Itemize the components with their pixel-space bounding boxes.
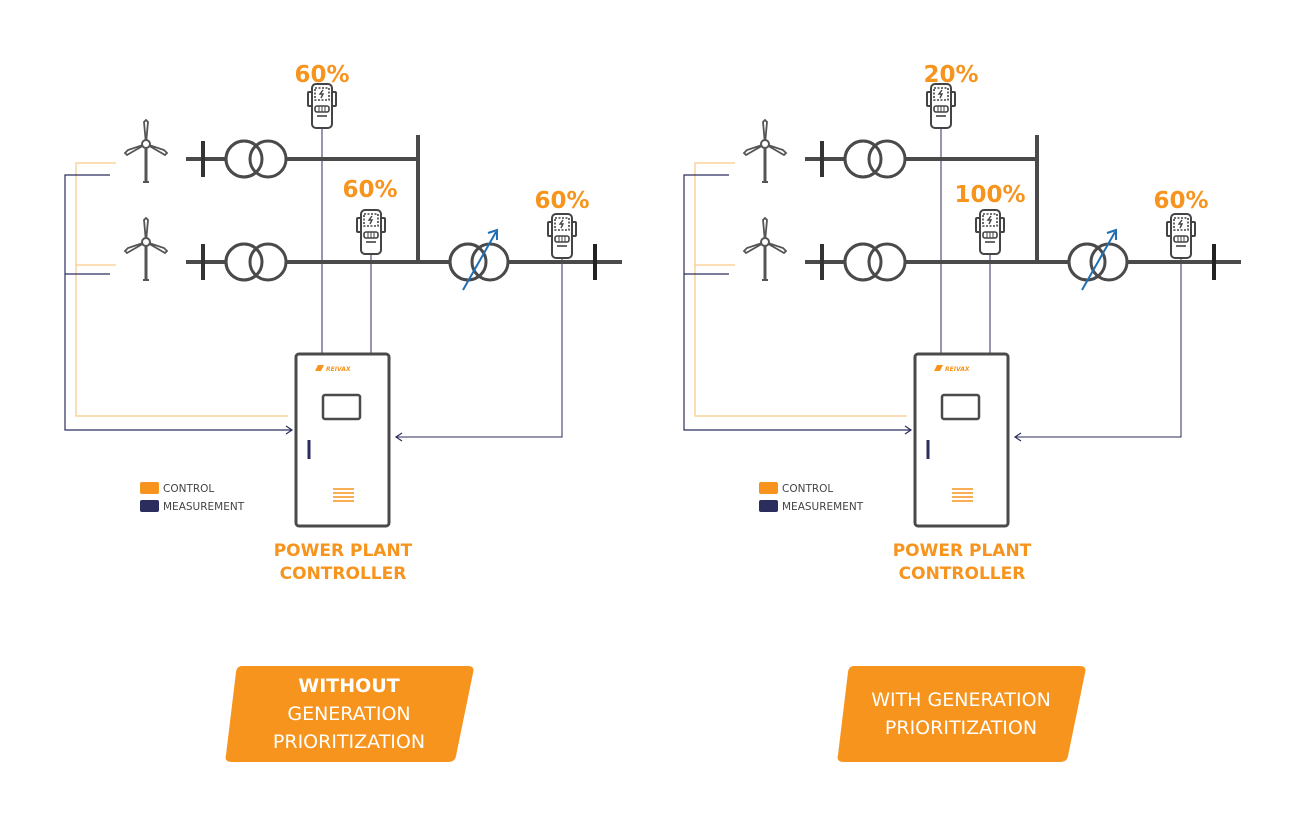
badge-with-prioritization: WITH GENERATION PRIORITIZATION [836,666,1086,762]
legend-swatch-control [140,482,159,494]
transformer-icon [224,139,288,179]
legend-label-control: CONTROL [782,483,833,495]
panel-without: 60% 60% 60% REIVAX POWER PLANT CONTROLLE… [64,62,622,584]
controller-brand: REIVAX [326,366,351,373]
badge-line: WITH GENERATION [871,689,1051,711]
control-line-turbine-1 [75,162,288,417]
energy-meter-icon [547,213,577,259]
transformer-icon [224,242,288,282]
meter-value-upper: 20% [923,62,978,88]
controller-label-line1: POWER PLANT [274,541,413,561]
legend: CONTROL MEASUREMENT [140,482,245,513]
meter-value-middle: 60% [342,177,397,203]
transformer-icon [843,139,907,179]
energy-meter-icon [1166,213,1196,259]
legend-label-measurement: MEASUREMENT [782,501,864,513]
legend-label-control: CONTROL [163,483,214,495]
controller-brand: REIVAX [945,366,970,373]
badge-line: PRIORITIZATION [272,731,426,753]
meter-value-middle: 100% [954,182,1025,208]
controller-cabinet: REIVAX [294,352,391,528]
badge-without-prioritization: WITHOUT GENERATION PRIORITIZATION [224,666,474,762]
panel-with: 20% 100% 60% REIVAX POWER PLANT CONTROLL… [683,62,1241,584]
wind-turbine-icon [123,216,169,282]
measurement-line-turbines [64,174,292,431]
controller-label-line1: POWER PLANT [893,541,1032,561]
variable-transformer-icon [1067,228,1129,291]
wind-turbine-icon [742,216,788,282]
measurement-line-meter-3 [1015,252,1182,438]
variable-transformer-icon [448,228,510,291]
control-line-turbine-1 [694,162,907,417]
legend-swatch-control [759,482,778,494]
measurement-line-turbines [683,174,911,431]
measurement-arrow-right [1013,432,1022,442]
measurement-arrow-left [285,425,294,435]
measurement-arrow-left [904,425,913,435]
legend-label-measurement: MEASUREMENT [163,501,245,513]
controller-label-line2: CONTROLLER [280,564,407,584]
energy-meter-icon [975,209,1005,255]
meter-value-upper: 60% [294,62,349,88]
controller-label-line2: CONTROLLER [899,564,1026,584]
wind-turbine-icon [123,118,169,184]
measurement-arrow-right [394,432,403,442]
legend-swatch-measurement [140,500,159,512]
transformer-icon [843,242,907,282]
measurement-line-meter-3 [396,252,563,438]
controller-cabinet: REIVAX [913,352,1010,528]
wind-turbine-icon [742,118,788,184]
energy-meter-icon [926,83,956,129]
energy-meter-icon [307,83,337,129]
meter-value-grid: 60% [534,188,589,214]
energy-meter-icon [356,209,386,255]
badge-strong-label: WITHOUT [298,675,400,697]
meter-value-grid: 60% [1153,188,1208,214]
legend: CONTROL MEASUREMENT [759,482,864,513]
badge-line: GENERATION [287,703,411,725]
badge-line: PRIORITIZATION [884,717,1038,739]
legend-swatch-measurement [759,500,778,512]
